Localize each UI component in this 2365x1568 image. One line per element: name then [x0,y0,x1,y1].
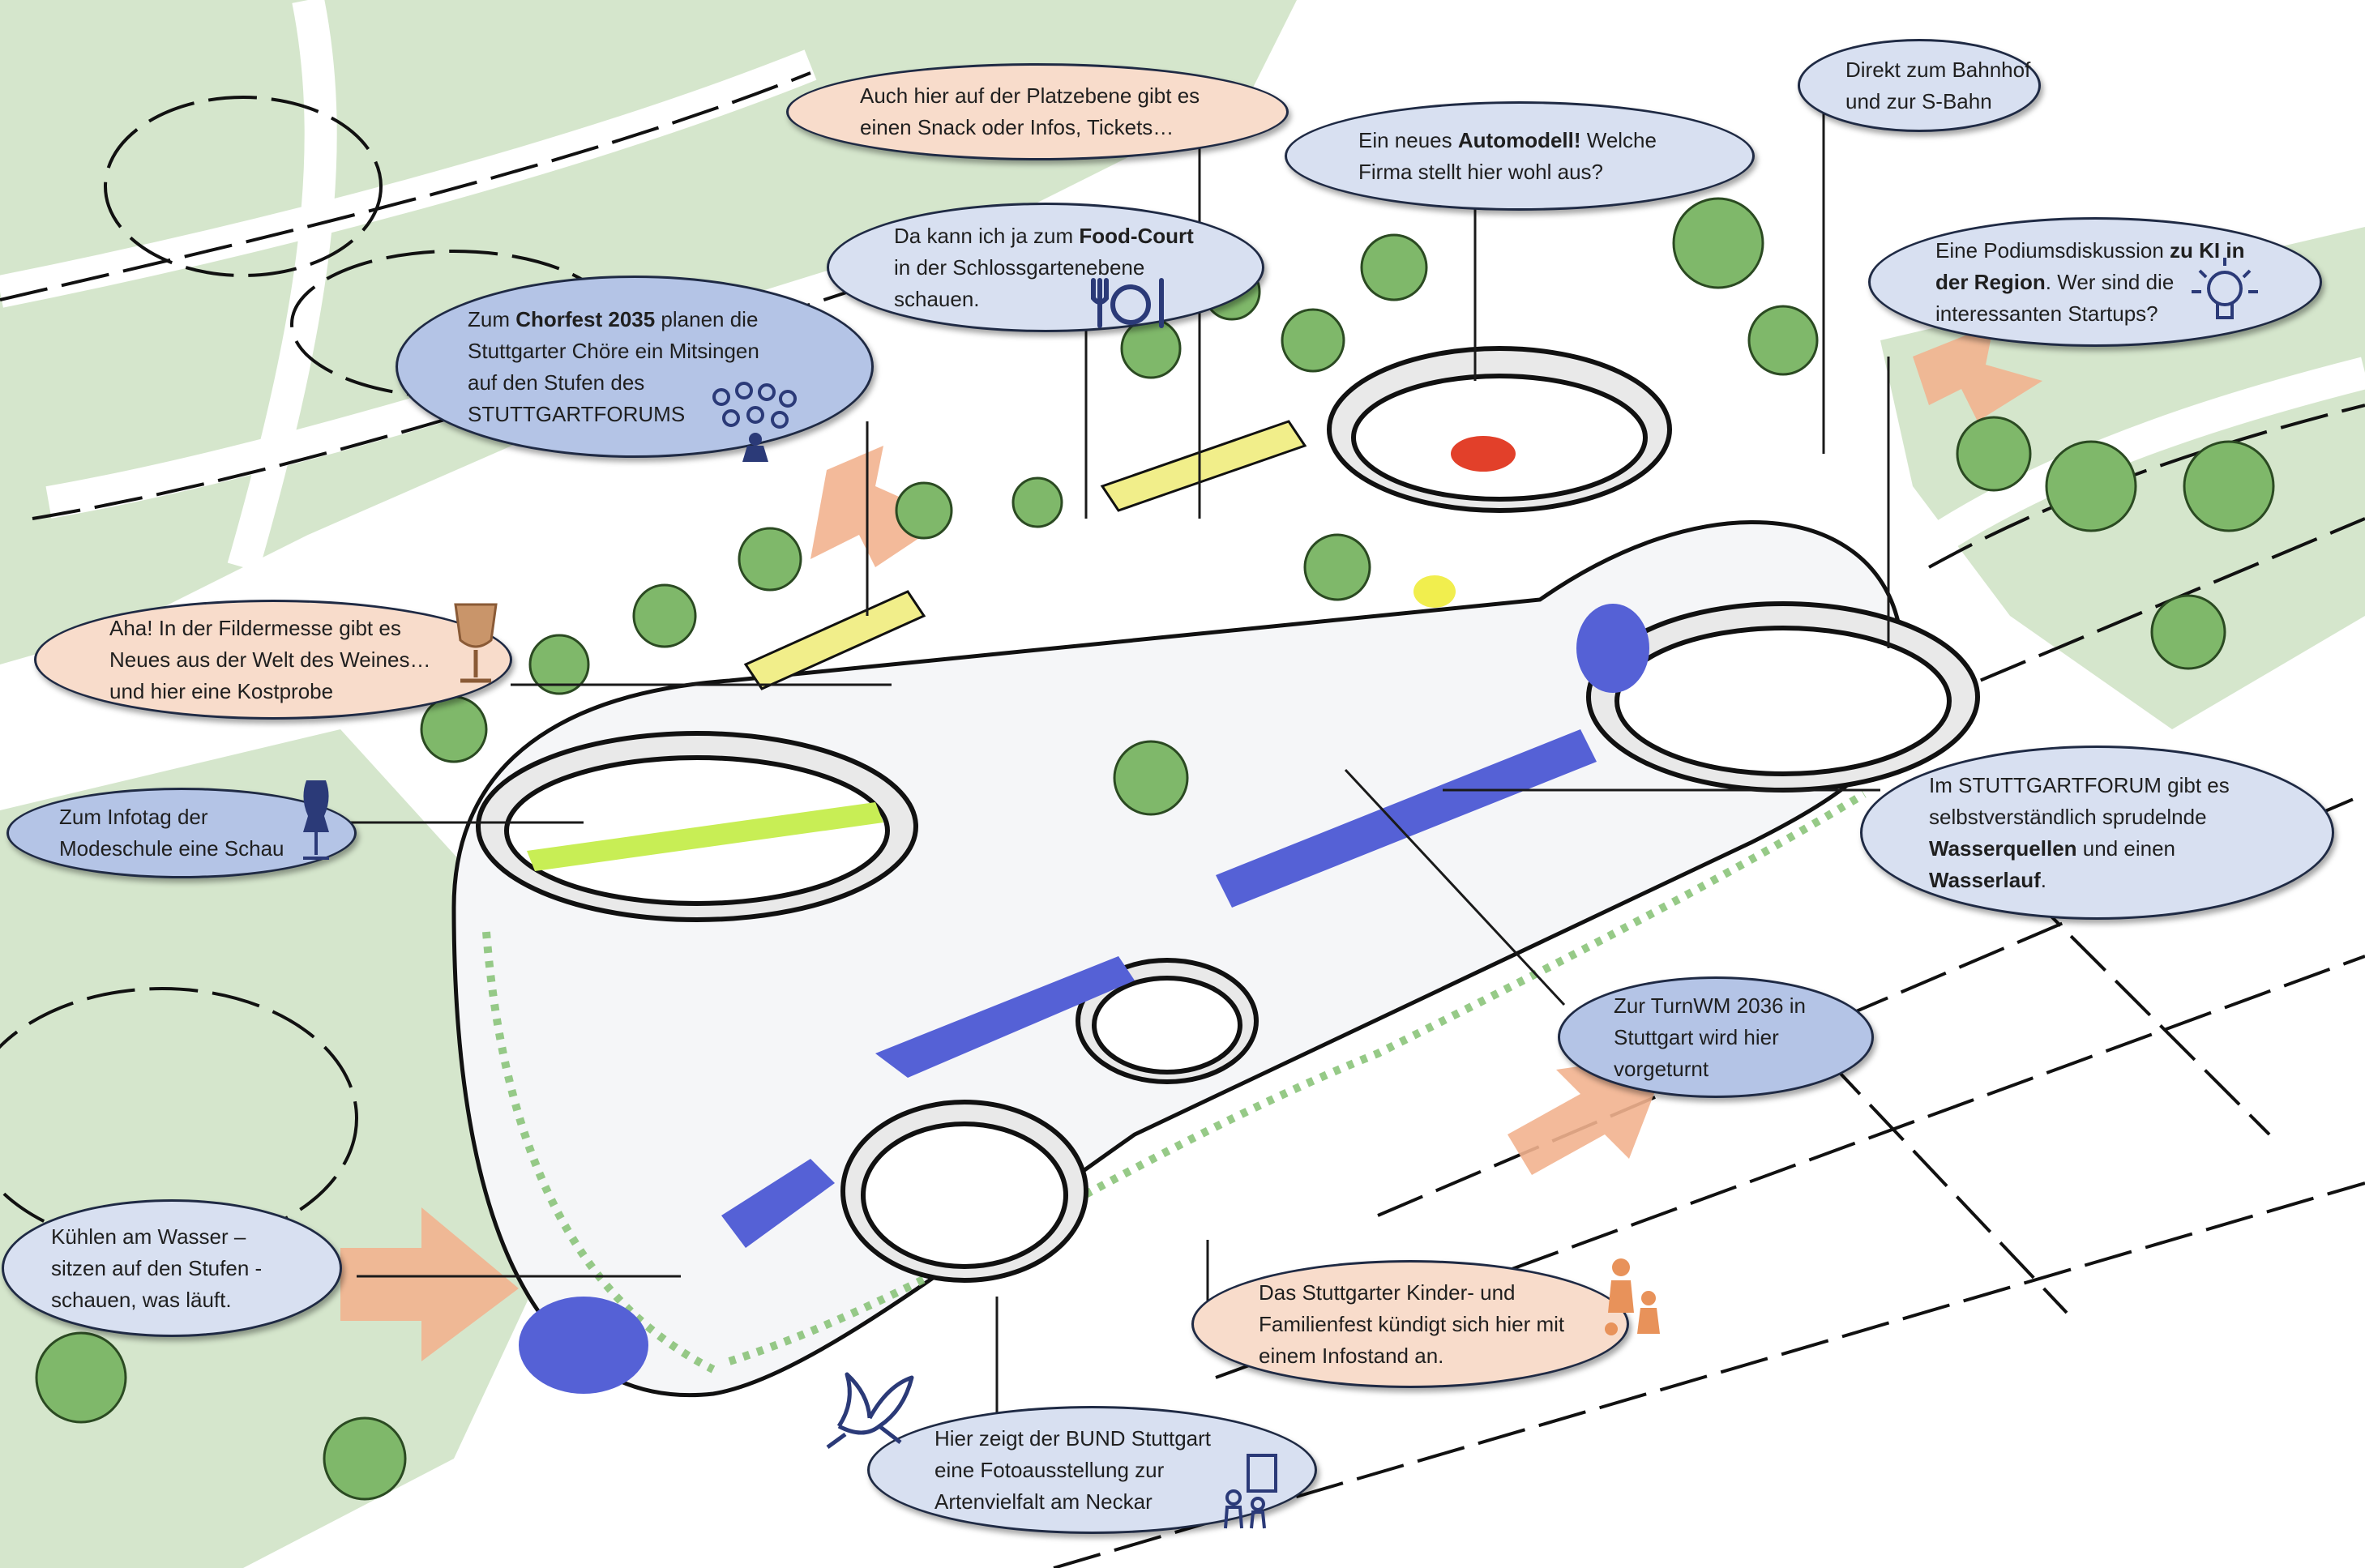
leader-lines [340,113,1890,1426]
callout-platzebene: Auch hier auf der Platzebene gibt es ein… [786,63,1289,160]
callout-text: Familienfest kündigt sich hier mit [1259,1311,1565,1336]
callout-text: Neues aus der Welt des Weines… [109,647,431,672]
callout-text: Auch hier auf der Platzebene gibt es [860,83,1200,108]
callout-bold-text: Automodell! [1457,127,1581,152]
lightbulb-icon [2192,258,2258,319]
callout-text: Zum Infotag der [59,805,208,829]
callout-bold-text: der Region [1935,269,2046,294]
callout-text: Aha! In der Fildermesse gibt es [109,615,401,640]
callout-text: Eine Podiumsdiskussion [1935,237,2170,263]
callout-text: Modeschule eine Schau [59,836,284,861]
yellow-car [1413,575,1456,608]
water-features [519,604,1649,1394]
callout-foodcourt: Da kann ich ja zum Food-Court in der Sch… [827,203,1264,332]
wine-glass-icon [454,603,498,683]
callout-text: Direkt zum Bahnhof [1845,57,2031,82]
callout-text: Ein neues [1358,127,1458,152]
callout-text: Zur TurnWM 2036 in [1614,993,1806,1018]
callout-text: Artenvielfalt am Neckar [934,1489,1153,1514]
callout-text: eine Fotoausstellung zur [934,1457,1165,1482]
callout-text: Da kann ich ja zum [894,223,1080,248]
tribunes [743,420,1307,690]
callout-text: schauen, was läuft. [51,1287,232,1312]
callout-kinderfest: Das Stuttgarter Kinder- und Familienfest… [1191,1260,1629,1388]
callout-text: auf den Stufen des [468,370,645,395]
callout-text: Das Stuttgarter Kinder- und [1259,1280,1516,1305]
callout-text: Im STUTTGARTFORUM gibt es [1929,772,2230,797]
callout-bold-text: zu KI in [2170,237,2245,263]
callout-text: Stuttgart wird hier [1614,1024,1779,1049]
facade-planting [482,790,1867,1374]
callout-text: selbstverständlich sprudelnde [1929,804,2207,829]
red-car [1451,436,1516,472]
callout-text: in der Schlossgartenebene [894,254,1145,280]
callout-bold-text: Food-Court [1079,223,1194,248]
callout-podium: Eine Podiumsdiskussion zu KI in der Regi… [1868,217,2322,347]
callout-text: Zum [468,306,516,331]
callout-fildermesse: Aha! In der Fildermesse gibt es Neues au… [34,600,512,720]
callout-modeschule: Zum Infotag der Modeschule eine Schau [6,788,357,878]
callout-text: vorgeturnt [1614,1056,1709,1081]
callout-bahnhof: Direkt zum Bahnhof und zur S-Bahn [1798,39,2041,132]
callout-text: und hier eine Kostprobe [109,678,334,703]
callout-text: und zur S-Bahn [1845,88,1992,113]
callout-bold-text: Wasserlauf [1929,867,2041,892]
callout-text: und einen [2076,835,2175,861]
lime-stage [527,802,883,871]
callout-bund: Hier zeigt der BUND Stuttgart eine Fotoa… [867,1406,1317,1534]
callout-text: planen die [655,306,759,331]
callout-text: . [2040,867,2046,892]
callout-text: Kühlen am Wasser – [51,1224,246,1249]
choir-icon [712,382,797,462]
callout-chorfest: Zum Chorfest 2035 planen die Stuttgarter… [396,276,874,458]
callout-text: Firma stellt hier wohl aus? [1358,159,1603,184]
callout-text: einem Infostand an. [1259,1343,1444,1368]
callout-automodell: Ein neues Automodell! Welche Firma stell… [1285,101,1755,211]
callout-text: Hier zeigt der BUND Stuttgart [934,1425,1212,1451]
family-icon [1605,1258,1660,1335]
callout-wasser: Im STUTTGARTFORUM gibt es selbstverständ… [1860,746,2334,920]
callout-kuehlen: Kühlen am Wasser – sitzen auf den Stufen… [2,1199,342,1337]
callout-text: Stuttgarter Chöre ein Mitsingen [468,338,759,363]
callout-bold-text: Wasserquellen [1929,835,2077,861]
callout-text: einen Snack oder Infos, Tickets… [860,115,1174,139]
cutlery-icon [1091,278,1164,328]
callout-bold-text: Chorfest 2035 [515,306,656,331]
callout-text: . Wer sind die [2045,269,2175,294]
bird-icon [826,1372,914,1450]
callout-text: interessanten Startups? [1935,301,2158,326]
gallery-icon [1224,1454,1277,1529]
callout-text: sitzen auf den Stufen - [51,1255,263,1280]
callout-turnwm: Zur TurnWM 2036 in Stuttgart wird hier v… [1558,976,1874,1098]
callout-text: STUTTGARTFORUMS [468,401,686,426]
callout-text: Welche [1580,127,1657,152]
courts [476,346,1980,1283]
callout-text: schauen. [894,286,980,311]
dress-form-icon [303,780,329,860]
